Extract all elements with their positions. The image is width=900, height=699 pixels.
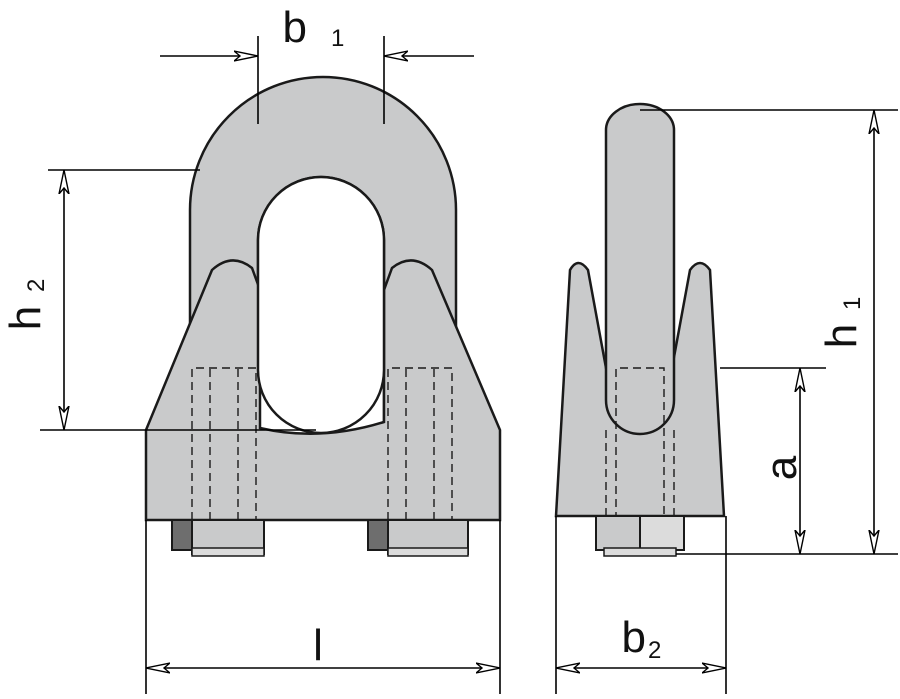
dimension-lines — [40, 36, 898, 694]
oval-opening — [256, 175, 386, 435]
front-view — [144, 75, 502, 557]
label-l: l — [313, 621, 323, 670]
nut-left — [171, 519, 265, 557]
dimension-labels: b 1 h 2 h 1 a l b 2 — [1, 3, 866, 670]
label-h1: h 1 — [817, 297, 866, 349]
svg-text:2: 2 — [23, 279, 50, 292]
side-view — [554, 102, 726, 557]
svg-text:1: 1 — [839, 297, 866, 310]
svg-text:b: b — [283, 3, 307, 52]
side-u-bolt — [604, 102, 676, 436]
side-nut — [595, 515, 685, 557]
svg-text:b: b — [622, 613, 646, 662]
label-a: a — [757, 455, 806, 480]
side-hidden-lines — [605, 367, 675, 520]
svg-text:1: 1 — [331, 25, 344, 52]
label-b1: b 1 — [283, 3, 345, 52]
label-h2: h 2 — [1, 279, 50, 331]
label-b2: b 2 — [622, 613, 662, 664]
svg-text:l: l — [313, 621, 323, 670]
nut-right — [367, 519, 469, 557]
svg-text:2: 2 — [648, 637, 661, 664]
svg-text:h: h — [1, 306, 50, 330]
hidden-bolt-legs — [191, 367, 453, 520]
svg-text:a: a — [757, 455, 806, 480]
svg-text:h: h — [817, 324, 866, 348]
